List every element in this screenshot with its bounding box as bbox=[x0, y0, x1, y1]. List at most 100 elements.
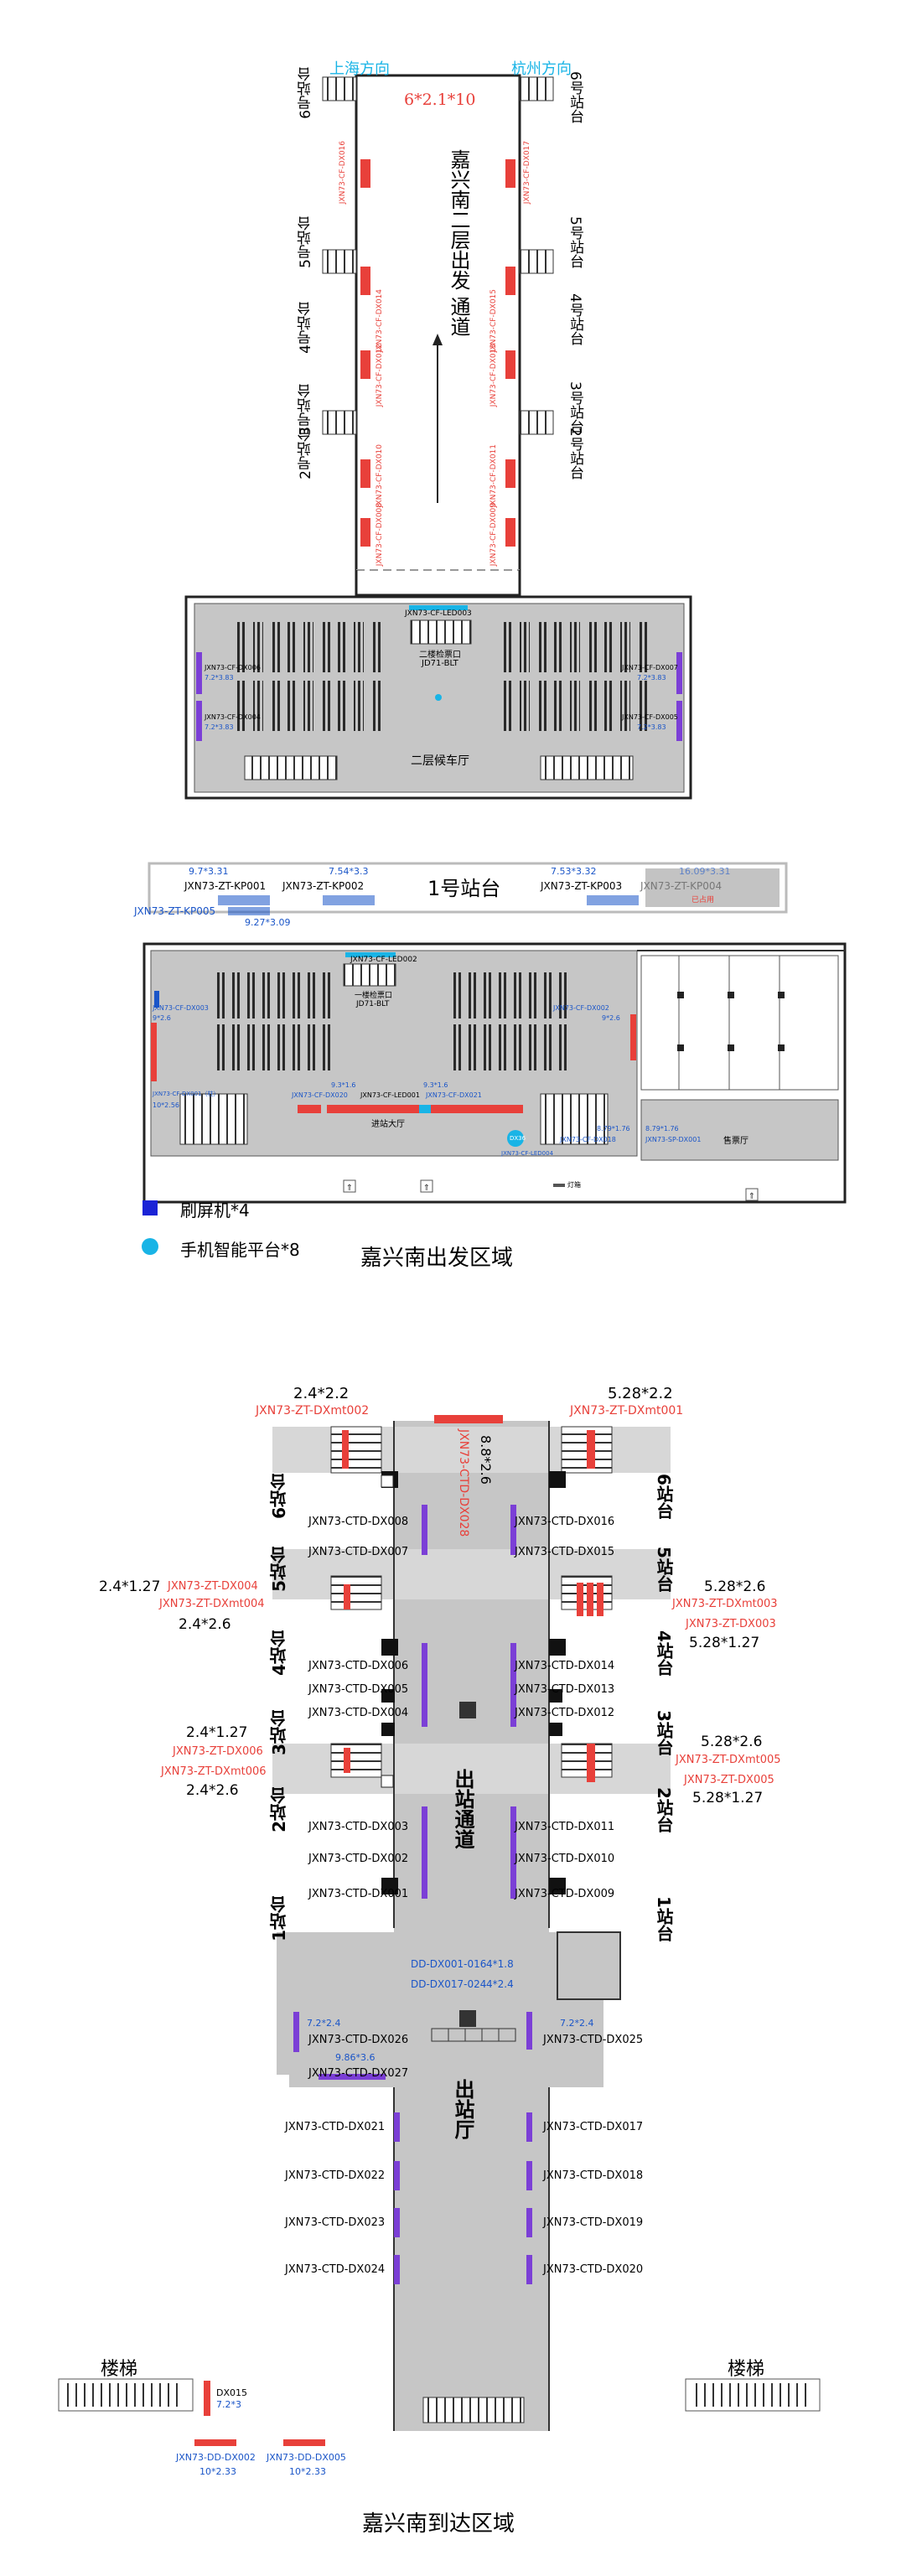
hall1-right-low2-size: 8.79*1.76 bbox=[645, 1125, 679, 1133]
dep-code-right-1: JXN73-CF-DX017 bbox=[523, 141, 531, 205]
hall1-lcd: JXN73-CF-LED001 bbox=[360, 1091, 420, 1099]
p1-kp001-size: 9.7*3.31 bbox=[189, 866, 229, 877]
arr-ctd-right-5: JXN73-CTD-DX012 bbox=[515, 1707, 615, 1719]
arr-right-g2-code2: JXN73-ZT-DX005 bbox=[684, 1774, 774, 1786]
p1-kp002-code: JXN73-ZT-KP002 bbox=[282, 880, 365, 892]
arr-lower-left-4: JXN73-CTD-DX024 bbox=[285, 2263, 386, 2276]
arr-dx015: DX015 bbox=[216, 2387, 248, 2398]
hall1-left-code: JXN73-CF-DX003 bbox=[153, 1004, 209, 1012]
hall1-lcd-size-a: 9.3*1.6 bbox=[331, 1081, 356, 1089]
arr-plat-left-4: 4站台 bbox=[269, 1630, 289, 1676]
arr-plat-left-5: 5站台 bbox=[269, 1547, 289, 1592]
legend-screen-label: 刷屏机*4 bbox=[180, 1200, 250, 1221]
svg-text:⇑: ⇑ bbox=[748, 1192, 755, 1201]
arr-left-g1-code2: JXN73-ZT-DXmt004 bbox=[159, 1598, 265, 1610]
hall2-right-size2: 7.2*3.83 bbox=[637, 723, 666, 731]
hall1-right-size: 9*2.6 bbox=[602, 1014, 620, 1022]
dep-platform-right-3: 3号站台 bbox=[567, 381, 583, 433]
hall1-left-size: 9*2.6 bbox=[153, 1014, 171, 1022]
arr-plat-left-6: 6站台 bbox=[269, 1474, 289, 1519]
channel-size-label: 6*2.1*10 bbox=[404, 91, 476, 109]
hall1-phone: JXN73-CF-LED004 bbox=[501, 1150, 554, 1157]
arr-ctd-left-2: JXN73-CTD-DX007 bbox=[308, 1546, 409, 1558]
p1-kp003-code: JXN73-ZT-KP003 bbox=[541, 880, 623, 892]
arr-left-g1-size2: 2.4*2.6 bbox=[179, 1616, 231, 1633]
channel-title: 嘉兴南二层出发 通道 bbox=[447, 149, 470, 337]
dep-code-right-5: JXN73-CF-DX009 bbox=[489, 503, 498, 567]
departure-channel bbox=[355, 74, 521, 597]
arr-plat-right-1: 1站台 bbox=[654, 1896, 674, 1941]
arr-lower-right-4: JXN73-CTD-DX020 bbox=[543, 2263, 644, 2276]
arr-right-g2-code1: JXN73-ZT-DXmt005 bbox=[676, 1754, 781, 1766]
dir-hangzhou-label: 杭州方向 bbox=[511, 60, 572, 78]
arr-plat-left-1: 1站台 bbox=[269, 1896, 289, 1941]
hall1-entrance: 进站大厅 bbox=[371, 1120, 405, 1129]
hall1-escalator-right bbox=[540, 1093, 609, 1145]
dep-code-left-5: JXN73-CF-DX008 bbox=[376, 503, 384, 567]
arr-left-code-a: JXN73-CTD-DX026 bbox=[308, 2034, 409, 2046]
arr-right-code-a: JXN73-CTD-DX025 bbox=[543, 2034, 644, 2046]
hall2-title: 二层候车厅 bbox=[411, 754, 469, 768]
p1-title: 1号站台 bbox=[427, 877, 501, 900]
arr-plat-left-2: 2站台 bbox=[269, 1787, 289, 1832]
dep-platform-left-2: 2号站台 bbox=[298, 428, 314, 479]
arr-plat-right-4: 4站台 bbox=[654, 1630, 674, 1676]
arr-left-g2-size: 2.4*1.27 bbox=[186, 1724, 248, 1741]
arr-left-size-a: 7.2*2.4 bbox=[307, 2018, 341, 2029]
arr-lower-left-3: JXN73-CTD-DX023 bbox=[285, 2216, 386, 2229]
legend-phone-label: 手机智能平台*8 bbox=[180, 1240, 300, 1260]
hall2-seats-left bbox=[236, 622, 381, 731]
hall1-escalator-left bbox=[179, 1093, 248, 1145]
arr-ctd-left-3: JXN73-CTD-DX006 bbox=[308, 1660, 409, 1672]
hall2-escalator-right bbox=[540, 755, 634, 780]
arr-right-g2-size2: 5.28*1.27 bbox=[692, 1790, 764, 1806]
arr-plat-right-5: 5站台 bbox=[654, 1547, 674, 1592]
arr-right-g1-size2: 5.28*1.27 bbox=[689, 1635, 760, 1651]
arr-lower-right-3: JXN73-CTD-DX019 bbox=[543, 2216, 644, 2229]
arr-plat-right-6: 6站台 bbox=[654, 1474, 674, 1519]
arr-ctd-left-6: JXN73-CTD-DX003 bbox=[308, 1821, 409, 1833]
dep-platform-right-2: 2号站台 bbox=[567, 428, 583, 479]
arr-dd002: JXN73-DD-DX002 bbox=[176, 2452, 256, 2463]
legend bbox=[142, 1200, 158, 1255]
p1-kp005-code: JXN73-ZT-KP005 bbox=[134, 905, 216, 917]
platform-1 bbox=[148, 862, 788, 915]
arr-top-right-code: JXN73-ZT-DXmt001 bbox=[570, 1404, 684, 1418]
arr-left-g1-size: 2.4*1.27 bbox=[99, 1578, 161, 1595]
arr-plat-right-3: 3站台 bbox=[654, 1710, 674, 1755]
dep-platform-left-6: 6号站台 bbox=[298, 67, 314, 119]
arr-right-size-a: 7.2*2.4 bbox=[560, 2018, 594, 2029]
arr-lower-right-1: JXN73-CTD-DX017 bbox=[543, 2121, 644, 2133]
dep-code-right-4: JXN73-CF-DX011 bbox=[489, 444, 498, 508]
hall2-gate-turnstiles bbox=[410, 619, 472, 645]
arr-left-size-b: 9.86*3.6 bbox=[335, 2052, 376, 2063]
hall2-left-size2: 7.2*3.83 bbox=[205, 723, 234, 731]
arr-left-g2-size2: 2.4*2.6 bbox=[186, 1782, 239, 1799]
arr-ctd-right-2: JXN73-CTD-DX015 bbox=[515, 1546, 615, 1558]
hall1-led: JXN73-CF-LED002 bbox=[350, 956, 417, 964]
hall1-code-b: JXN73-CF-DX021 bbox=[426, 1091, 482, 1099]
hall2-seats-right bbox=[503, 622, 647, 731]
departure-stairs bbox=[322, 76, 554, 435]
arr-channel-label: 出站通道 bbox=[451, 1769, 474, 1849]
hall2-left-code: JXN73-CF-DX006 bbox=[205, 664, 261, 671]
svg-text:⇑: ⇑ bbox=[423, 1184, 430, 1193]
p1-kp004-note: 已占用 bbox=[692, 896, 715, 904]
hall2-gate-code: JD71-BLT bbox=[422, 659, 458, 668]
hall1-gate-code: JD71-BLT bbox=[356, 1000, 390, 1008]
arr-dd2-size: 4*2.4 bbox=[486, 1978, 514, 1990]
arr-ctd-right-6: JXN73-CTD-DX011 bbox=[515, 1821, 615, 1833]
dep-platform-right-6: 6号站台 bbox=[567, 71, 583, 123]
arr-dd1-size: 4*1.8 bbox=[486, 1958, 514, 1970]
arr-ctd-left-7: JXN73-CTD-DX002 bbox=[308, 1853, 409, 1865]
hall1-seats bbox=[216, 972, 567, 1070]
arr-top-right-size: 5.28*2.2 bbox=[608, 1385, 673, 1402]
departure-title: 嘉兴南出发区域 bbox=[360, 1246, 514, 1271]
arr-ctd-left-5: JXN73-CTD-DX004 bbox=[308, 1707, 409, 1719]
hall2-right-code2: JXN73-CF-DX005 bbox=[622, 713, 678, 721]
hall1-gate: 一楼检票口 bbox=[355, 992, 393, 1000]
legend-swatch-phone bbox=[142, 1238, 158, 1255]
arr-dd002-size: 10*2.33 bbox=[199, 2466, 236, 2477]
hall1-lcd-size-b: 9.3*1.6 bbox=[423, 1081, 448, 1089]
